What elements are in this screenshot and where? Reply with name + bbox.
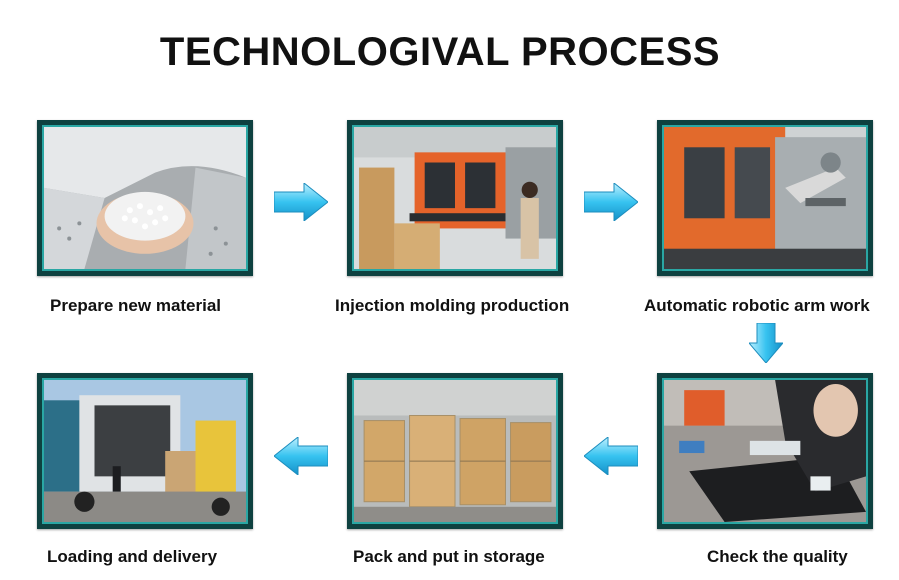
step-label-loading-delivery: Loading and delivery [47, 547, 217, 567]
step-photo-check-quality [657, 373, 873, 529]
step-label-check-quality: Check the quality [707, 547, 848, 567]
arrow-right-icon [584, 183, 638, 221]
storage-photo [354, 380, 556, 522]
injection-photo [354, 127, 556, 269]
step-photo-robotic-arm [657, 120, 873, 276]
quality-photo [664, 380, 866, 522]
robotic-photo [664, 127, 866, 269]
page-title: TECHNOLOGIVAL PROCESS [0, 30, 880, 75]
step-label-pack-storage: Pack and put in storage [353, 547, 545, 567]
arrow-left-icon [274, 437, 328, 475]
step-photo-loading-delivery [37, 373, 253, 529]
step-photo-prepare-material [37, 120, 253, 276]
step-photo-pack-storage [347, 373, 563, 529]
delivery-photo [44, 380, 246, 522]
step-label-prepare-material: Prepare new material [50, 296, 221, 316]
step-photo-injection-molding [347, 120, 563, 276]
step-label-injection-molding: Injection molding production [335, 296, 569, 316]
arrow-left-icon [584, 437, 638, 475]
arrow-right-icon [274, 183, 328, 221]
arrow-down-icon [749, 323, 783, 363]
material-photo [44, 127, 246, 269]
step-label-robotic-arm: Automatic robotic arm work [644, 296, 870, 316]
